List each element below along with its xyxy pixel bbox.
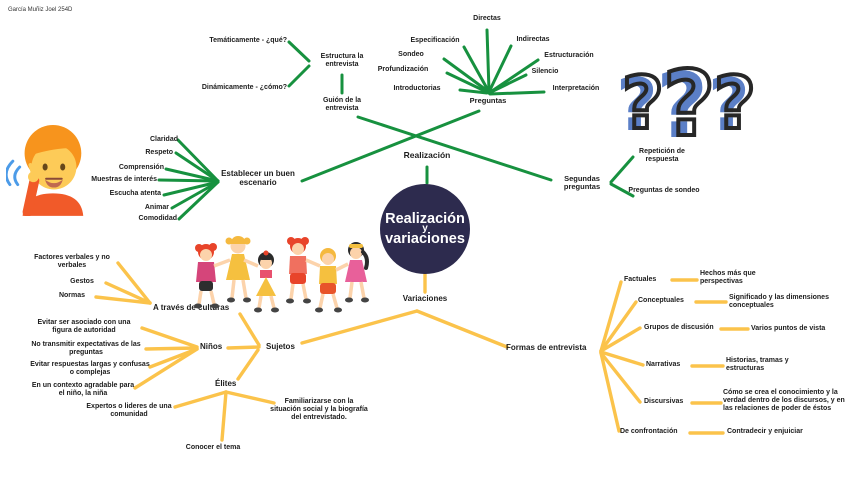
node-elites: Élites bbox=[215, 379, 237, 388]
node-sujetos: Sujetos bbox=[266, 342, 295, 351]
leaf-no-transmitir: No transmitir expectativas de las pregun… bbox=[31, 341, 141, 356]
question-marks-illustration: ? ? ? ? ? ? bbox=[616, 50, 754, 143]
leaf-directas: Directas bbox=[473, 15, 501, 22]
desc-de-confrontacion: Contradecir y enjuiciar bbox=[727, 428, 803, 435]
leaf-evitar-respuestas: Evitar respuestas largas y confusas o co… bbox=[30, 361, 150, 376]
leaf-silencio: Silencio bbox=[531, 68, 559, 75]
leaf-grupos-discusion: Grupos de discusión bbox=[644, 324, 714, 331]
leaf-familiarizarse: Familiarizarse con la situación social y… bbox=[270, 398, 368, 421]
desc-conceptuales: Significado y las dimensiones conceptual… bbox=[729, 294, 829, 309]
leaf-factuales: Factuales bbox=[624, 276, 657, 283]
leaf-respeto: Respeto bbox=[145, 149, 173, 156]
leaf-conceptuales: Conceptuales bbox=[638, 297, 684, 304]
leaf-repeticion-respuesta: Repetición de respuesta bbox=[639, 148, 685, 163]
leaf-claridad: Claridad bbox=[149, 136, 178, 143]
leaf-factores-verbales: Factores verbales y no verbales bbox=[34, 254, 110, 269]
deaf-person-illustration bbox=[6, 124, 84, 216]
node-estructura-entrevista: Estructura la entrevista bbox=[320, 53, 364, 68]
svg-text:?: ? bbox=[714, 61, 754, 143]
node-dinamicamente: Dinámicamente - ¿cómo? bbox=[201, 84, 287, 91]
node-tematicamente: Temáticamente - ¿qué? bbox=[209, 37, 287, 44]
node-establecer-escenario: Establecer un buen escenario bbox=[221, 169, 295, 187]
leaf-indirectas: Indirectas bbox=[516, 36, 550, 43]
leaf-gestos: Gestos bbox=[70, 278, 94, 285]
central-topic-line1: Realización bbox=[385, 210, 465, 227]
desc-discursivas: Cómo se crea el conocimiento y la verdad… bbox=[723, 389, 845, 412]
desc-factuales: Hechos más que perspectivas bbox=[700, 270, 756, 285]
leaf-narrativas: Narrativas bbox=[646, 361, 681, 368]
yellow-connector-lines bbox=[94, 261, 750, 442]
leaf-de-confrontacion: De confrontación bbox=[620, 428, 678, 435]
leaf-conocer-tema: Conocer el tema bbox=[185, 444, 241, 451]
svg-text:?: ? bbox=[622, 61, 664, 143]
node-realizacion: Realización bbox=[403, 150, 451, 160]
svg-text:?: ? bbox=[656, 54, 708, 143]
leaf-profundizacion: Profundización bbox=[377, 66, 429, 73]
node-variaciones: Variaciones bbox=[402, 294, 448, 303]
node-preguntas: Preguntas bbox=[469, 96, 507, 105]
central-topic-node: Realización y variaciones bbox=[380, 184, 470, 274]
leaf-escucha-atenta: Escucha atenta bbox=[109, 190, 161, 197]
leaf-preguntas-sondeo: Preguntas de sondeo bbox=[628, 187, 700, 194]
dancing-children-illustration bbox=[194, 236, 369, 313]
leaf-comprension: Comprensión bbox=[118, 164, 164, 171]
leaf-expertos-lideres: Expertos o lideres de una comunidad bbox=[86, 403, 172, 418]
leaf-contexto-agradable: En un contexto agradable para el niño, l… bbox=[31, 382, 135, 397]
leaf-normas: Normas bbox=[58, 292, 86, 299]
leaf-muestras-interes: Muestras de interés bbox=[91, 176, 157, 183]
leaf-estructuracion: Estructuración bbox=[544, 52, 594, 59]
node-formas-entrevista: Formas de entrevista bbox=[506, 343, 587, 352]
author-credit: García Muñiz Joel 254D bbox=[8, 7, 73, 13]
desc-grupos-discusion: Varios puntos de vista bbox=[751, 325, 826, 332]
leaf-interpretacion: Interpretación bbox=[552, 85, 600, 92]
leaf-animar: Animar bbox=[144, 204, 169, 211]
node-guion-entrevista: Guión de la entrevista bbox=[322, 97, 362, 112]
central-topic-line3: variaciones bbox=[385, 230, 465, 247]
svg-text:?: ? bbox=[663, 52, 715, 143]
leaf-evitar-autoridad: Evitar ser asociado con una figura de au… bbox=[37, 319, 131, 334]
node-segundas-preguntas: Segundas preguntas bbox=[563, 174, 601, 192]
central-topic-line2: y bbox=[422, 223, 428, 235]
green-connector-lines bbox=[157, 28, 635, 221]
desc-narrativas: Historias, tramas y estructuras bbox=[726, 357, 789, 372]
svg-text:?: ? bbox=[708, 63, 750, 143]
node-ninos: Niños bbox=[200, 342, 223, 351]
leaf-sondeo: Sondeo bbox=[398, 51, 424, 58]
leaf-especificacion: Especificación bbox=[410, 37, 460, 44]
leaf-introductorias: Introductorias bbox=[393, 85, 441, 92]
node-a-traves-culturas: A través de culturas bbox=[153, 303, 230, 312]
leaf-discursivas: Discursivas bbox=[644, 398, 684, 405]
leaf-comodidad: Comodidad bbox=[138, 215, 178, 222]
svg-text:?: ? bbox=[616, 63, 658, 143]
